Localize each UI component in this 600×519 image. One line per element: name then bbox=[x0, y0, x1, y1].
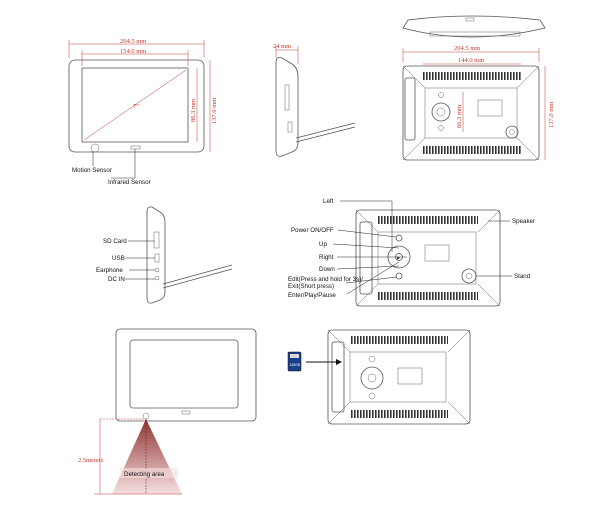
side-view-ports: SD Card USB Earphone DC IN bbox=[96, 206, 233, 304]
infrared-sensor-icon bbox=[130, 145, 141, 150]
enter-label: Enter/Play/Pause bbox=[288, 292, 336, 299]
side-view-top: 24 mm bbox=[273, 43, 356, 157]
diagonal-line bbox=[83, 69, 187, 141]
power-button[interactable] bbox=[395, 234, 403, 242]
back-inner-width-label: 144.0 mm bbox=[458, 57, 484, 64]
up-label: Up bbox=[319, 241, 327, 248]
stand-label: Stand bbox=[514, 273, 531, 280]
detecting-area-label: Detecting area bbox=[124, 471, 165, 478]
speaker-label: Speaker bbox=[512, 218, 535, 225]
detect-distance-label: 2.5meters bbox=[78, 457, 104, 464]
edit-label-line1: Edit(Press and hold for 3s)/ bbox=[288, 276, 363, 283]
dc-in-label: DC IN bbox=[108, 276, 125, 283]
detecting-area-cone bbox=[112, 419, 182, 494]
left-label: Left bbox=[323, 198, 334, 205]
front-view: 7" 204.5 mm 154.0 mm 86.3 mm 137.0 mm Mo… bbox=[68, 38, 218, 186]
sd-card-label: SD Card bbox=[103, 238, 127, 245]
screen-height-label: 86.3 mm bbox=[190, 99, 197, 122]
front-height-label: 137.0 mm bbox=[211, 98, 218, 124]
usb-port bbox=[154, 253, 160, 263]
top-view bbox=[402, 15, 546, 38]
side-depth-label: 24 mm bbox=[273, 43, 291, 50]
arrow-right-icon bbox=[336, 359, 342, 365]
front-width-label: 204.5 mm bbox=[120, 38, 146, 45]
motion-sensor-icon bbox=[90, 143, 100, 153]
diagonal-label: 7" bbox=[133, 103, 139, 110]
back-width-label: 204.5 mm bbox=[454, 45, 480, 52]
sd-card-slot bbox=[153, 231, 160, 249]
infrared-sensor-label: Infrared Sensor bbox=[108, 179, 151, 186]
down-label: Down bbox=[319, 266, 335, 273]
motion-sensor-label: Motion Sensor bbox=[72, 167, 112, 174]
back-view: 204.5 mm 144.0 mm 66.3 mm 137.0 mm bbox=[402, 45, 555, 161]
exit-button[interactable] bbox=[395, 272, 403, 280]
motion-sensor-icon bbox=[142, 412, 150, 420]
edit-label-line2: Exit(Short press) bbox=[288, 283, 334, 290]
right-label: Right bbox=[319, 254, 334, 261]
sd-insert-view: 128GB bbox=[287, 329, 471, 425]
back-height-label: 137.0 mm bbox=[548, 102, 555, 128]
screen-width-label: 154.0 mm bbox=[120, 48, 146, 55]
front-detect-view: Detecting area 2.5meters bbox=[78, 328, 257, 495]
svg-text:▶: ▶ bbox=[397, 255, 401, 260]
power-label: Power ON/OFF bbox=[291, 227, 334, 234]
usb-label: USB bbox=[112, 255, 125, 262]
earphone-label: Earphone bbox=[96, 267, 123, 274]
back-inner-height-label: 66.3 mm bbox=[456, 105, 463, 128]
dc-in-jack bbox=[154, 275, 160, 281]
sd-card-capacity: 128GB bbox=[290, 363, 301, 367]
stand-socket bbox=[461, 268, 477, 284]
earphone-jack bbox=[154, 267, 160, 273]
back-controls-view: ▶ Left Power ON/OFF Up Right Down Edit(P… bbox=[288, 198, 535, 307]
